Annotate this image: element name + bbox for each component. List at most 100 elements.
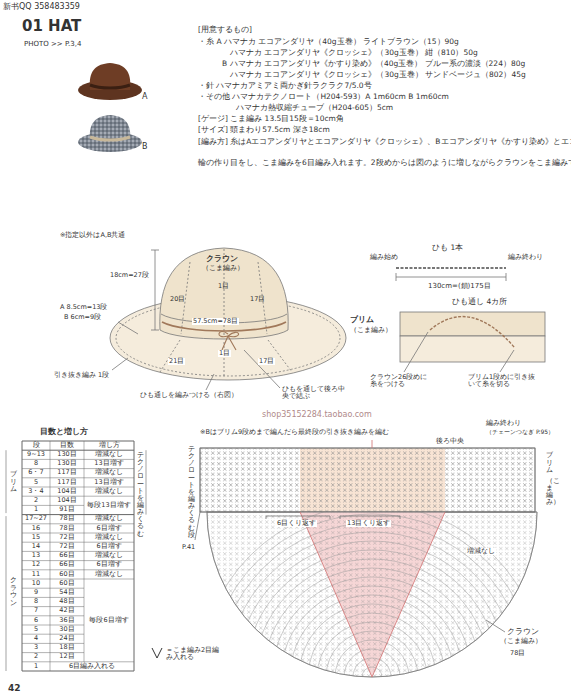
drawing-stroke [200, 448, 535, 512]
row-line [272, 577, 472, 699]
label: [用意するもの] [198, 26, 252, 35]
table-cell: 10 [22, 580, 50, 587]
label: 増減なし [466, 548, 496, 555]
table-cell: 15 [22, 534, 50, 541]
table-cell: 4 [22, 635, 50, 642]
drawing-stroke [400, 312, 545, 336]
label: （チェーンつなぎ P.95） [486, 429, 566, 436]
label: 13目くり返す [346, 520, 391, 527]
drawing-stroke [219, 331, 239, 350]
drawing-stroke [90, 85, 130, 88]
drawing-stroke [112, 322, 280, 390]
table-cell: 6目増す [84, 543, 134, 550]
table-cell: 72目 [50, 534, 84, 541]
row-line [299, 604, 445, 699]
table-rule [50, 441, 51, 671]
label: ひも 1本 [432, 244, 463, 253]
cord-diagram [396, 268, 545, 372]
label: 1目 [218, 283, 229, 290]
table-cell: 91目 [50, 506, 84, 513]
table-cell: 78目 [50, 515, 84, 522]
drawing-stroke [200, 505, 544, 699]
table-cell: 8 [22, 460, 50, 467]
table-rule [134, 441, 135, 671]
label: 1目 [218, 350, 231, 357]
table-cell: 78目 [50, 525, 84, 532]
table-cell: 130目 [50, 460, 84, 467]
label: クラウン26段めに糸をつける [370, 374, 432, 389]
label: B 6cm=9段 [64, 314, 101, 321]
table-rule [6, 450, 7, 513]
drawing-stroke [207, 512, 537, 677]
drawing-stroke [195, 512, 505, 632]
table-cell: 54目 [50, 589, 84, 596]
table-cell: 1 [22, 506, 50, 513]
label: テクノロートを編みくるむ段 [188, 446, 195, 539]
label: クラウン [506, 628, 540, 637]
row-line [200, 505, 544, 699]
table-cell: 60目 [50, 571, 84, 578]
table-cell: 毎段6目増す [84, 617, 134, 624]
table-cell: 60目 [50, 580, 84, 587]
label: 78目 [510, 650, 525, 657]
label: 57.5cm=78目 [192, 318, 239, 325]
label: A [142, 92, 147, 101]
table-cell: 増減なし [84, 552, 134, 559]
label: クラウン [206, 255, 238, 264]
table-cell: 24目 [50, 635, 84, 642]
table-cell: 11 [22, 571, 50, 578]
table-cell: 3・4 [22, 488, 50, 495]
table-cell: 7 [22, 607, 50, 614]
table-cell: 2 [22, 653, 50, 660]
label: [サイズ] 頭まわり57.5cm 深さ18cm [198, 126, 330, 135]
drawing-stroke [404, 332, 514, 372]
page-title: 01 HAT [22, 18, 81, 35]
label: 6目くり返す [276, 520, 317, 527]
drawing-stroke [151, 250, 159, 330]
table-cell: 3 [22, 644, 50, 651]
table-rule [22, 671, 50, 672]
label: ひも通しを編みつける（右図） [140, 392, 238, 399]
label: 20目 [170, 296, 185, 303]
table-cell: 12目 [50, 653, 84, 660]
table-cell: 9~13 [22, 451, 50, 458]
table-cell: 2 [22, 497, 50, 504]
table-cell: 104目 [50, 488, 84, 495]
table-cell: 66目 [50, 561, 84, 568]
label: 42 [8, 683, 21, 693]
drawing-stroke [430, 317, 515, 348]
drawing-stroke [207, 512, 537, 677]
table-cell: 36目 [50, 617, 84, 624]
table-cell: 増減なし [84, 469, 134, 476]
table-rule [22, 441, 23, 671]
label: ・その他 ハマナカテクノロート（H204-593）A 1m60cm B 1m60… [198, 93, 449, 102]
drawing-stroke [372, 440, 373, 448]
label: 新书QQ 358483359 [3, 2, 80, 11]
drawing-stroke [90, 63, 131, 90]
row-line [317, 622, 427, 699]
table-cell: 13 [22, 552, 50, 559]
drawing-stroke [266, 516, 400, 519]
row-line [227, 532, 517, 699]
hat-diagram [110, 248, 346, 390]
label: B [142, 142, 148, 151]
table-rule [6, 516, 7, 671]
drawing-stroke [181, 249, 267, 337]
table-cell: 増減なし [84, 451, 134, 458]
table-cell: 130目 [50, 451, 84, 458]
table-rule [84, 496, 134, 497]
label: ※Bはブリム9段めまで編んだら最終段の引き抜き編みを編む [200, 429, 389, 436]
label: 引き抜き編み 1段 [54, 372, 109, 379]
table-rule [84, 671, 134, 672]
label: B ハマナカ エコアンダリヤ《かすり染め》（40g玉巻） ブルー系の濃淡（224… [222, 60, 525, 69]
row-line [254, 559, 490, 699]
table-cell: 5 [22, 626, 50, 633]
table-cell: 目数 [50, 442, 84, 449]
label: ＝こま編み2目編み入れる [166, 647, 222, 662]
table-cell: 6目増す [84, 525, 134, 532]
table-cell: 毎段13目増す [84, 502, 134, 509]
label: 目数と増し方 [40, 427, 88, 436]
table-rule [84, 579, 134, 580]
label: クラウン [10, 577, 17, 608]
table-cell: 6・7 [22, 469, 50, 476]
